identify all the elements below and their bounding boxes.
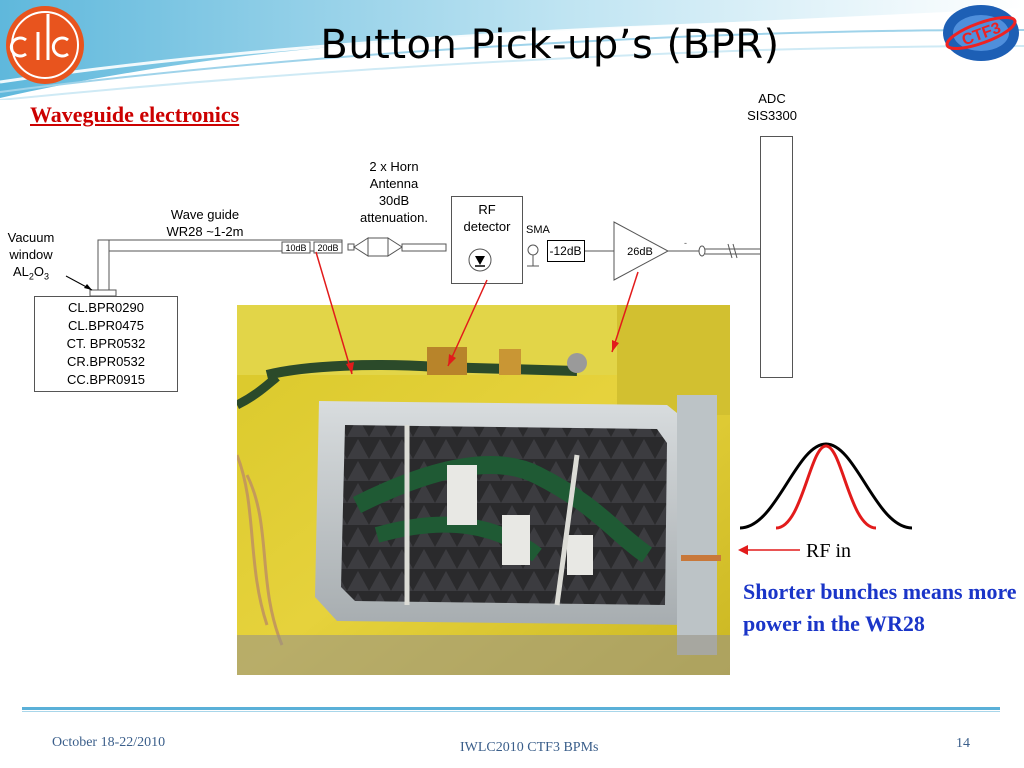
horn-label-line2: Antenna (369, 176, 419, 191)
vacuum-window-label: Vacuum window AL2O3 (0, 229, 62, 286)
horn-antenna-label: 2 x Horn Antenna 30dB attenuation. (344, 158, 444, 226)
rf-detector-line2: detector (463, 219, 511, 234)
cable-connector-icon (698, 245, 706, 257)
horn-label-line1: 2 x Horn (369, 159, 419, 174)
footer-center: IWLC2010 CTF3 BPMs (460, 740, 599, 755)
attenuator-10db-label: 10dB (285, 243, 306, 253)
rf-in-label: RF in (806, 540, 852, 562)
attenuator-20db (313, 241, 343, 254)
long-bunch-curve (739, 442, 913, 530)
adc-label-line2: SIS3300 (747, 108, 797, 123)
bpr-list-item: CT. BPR0532 (66, 336, 146, 351)
attenuator-12db-box: -12dB (547, 240, 585, 262)
horn-label-line4: attenuation. (360, 210, 428, 225)
rf-detector-box: RF detector (451, 196, 523, 284)
waveguide-electronics-photo (237, 305, 730, 675)
slide-title: Button Pick-up’s (BPR) (320, 22, 780, 68)
cable-break-icon (727, 243, 733, 259)
sma-connector-icon (527, 244, 539, 256)
section-subtitle: Waveguide electronics (30, 102, 240, 127)
vacuum-pointer-arrowhead (84, 284, 92, 290)
horn-gap (367, 237, 389, 257)
cable-break-icon-2 (732, 243, 738, 259)
vacuum-label-line2: window (9, 247, 53, 262)
short-bunch-curve (775, 444, 877, 530)
waveguide-label-line2: WR28 ~1-2m (166, 224, 244, 239)
waveguide-label: Wave guide WR28 ~1-2m (150, 206, 260, 240)
attenuator-10db (281, 241, 311, 254)
horn-antenna-left (353, 237, 369, 257)
ctf3-logo-icon: CTF3 (943, 5, 1019, 61)
waveguide-label-line1: Wave guide (170, 207, 240, 222)
bunch-note: Shorter bunches means more power in the … (743, 579, 1017, 636)
amplifier-gain-label: 26dB (627, 246, 653, 258)
rf-detector-line1: RF (478, 202, 496, 217)
waveguide-tube (97, 239, 343, 252)
amplifier-icon (613, 221, 670, 281)
footer-date: October 18-22/2010 (52, 735, 166, 750)
vacuum-label-formula: AL2O3 (0, 263, 62, 286)
vacuum-pointer-line (65, 275, 93, 291)
ctf3-logo: CTF3 (940, 2, 1022, 64)
formula-sub-2: 2 (28, 271, 34, 282)
adc-box (760, 136, 793, 378)
bpr-list-item: CL.BPR0290 (68, 300, 144, 315)
bpr-list-box: CL.BPR0290 CL.BPR0475 CT. BPR0532 CR.BPR… (34, 296, 178, 392)
bpr-list-item: CL.BPR0475 (68, 318, 144, 333)
formula-al: AL (12, 264, 29, 279)
horn-output-tube (401, 243, 447, 252)
adc-label-line1: ADC (758, 91, 786, 106)
bunch-shape-graphic (739, 442, 913, 530)
photo-illustration (237, 305, 730, 675)
adc-label: ADC SIS3300 (742, 90, 802, 124)
sma-label: SMA (526, 224, 550, 236)
rf-detector-label: RF detector (452, 201, 522, 235)
bpr-list-item: CR.BPR0532 (66, 354, 146, 369)
footer-divider-shadow (22, 711, 1000, 712)
waveguide-bend (97, 239, 110, 293)
footer-divider (22, 707, 1000, 710)
formula-sub-3: 3 (44, 271, 50, 282)
amp-output-tick: - (684, 238, 687, 248)
attenuator-12db-label: -12dB (549, 244, 582, 258)
clic-logo-icon (6, 6, 84, 84)
clic-logo (4, 4, 86, 86)
formula-o: O (33, 264, 45, 279)
vacuum-label-line1: Vacuum (7, 230, 55, 245)
footer-page-number: 14 (956, 736, 970, 751)
horn-label-line3: 30dB (378, 193, 410, 208)
attenuator-20db-label: 20dB (317, 243, 338, 253)
horn-antenna-right (387, 237, 403, 257)
bpr-list-item: CC.BPR0915 (66, 372, 146, 387)
red-arrowhead-rf-in (738, 545, 748, 555)
horn-flange-left (347, 243, 355, 251)
